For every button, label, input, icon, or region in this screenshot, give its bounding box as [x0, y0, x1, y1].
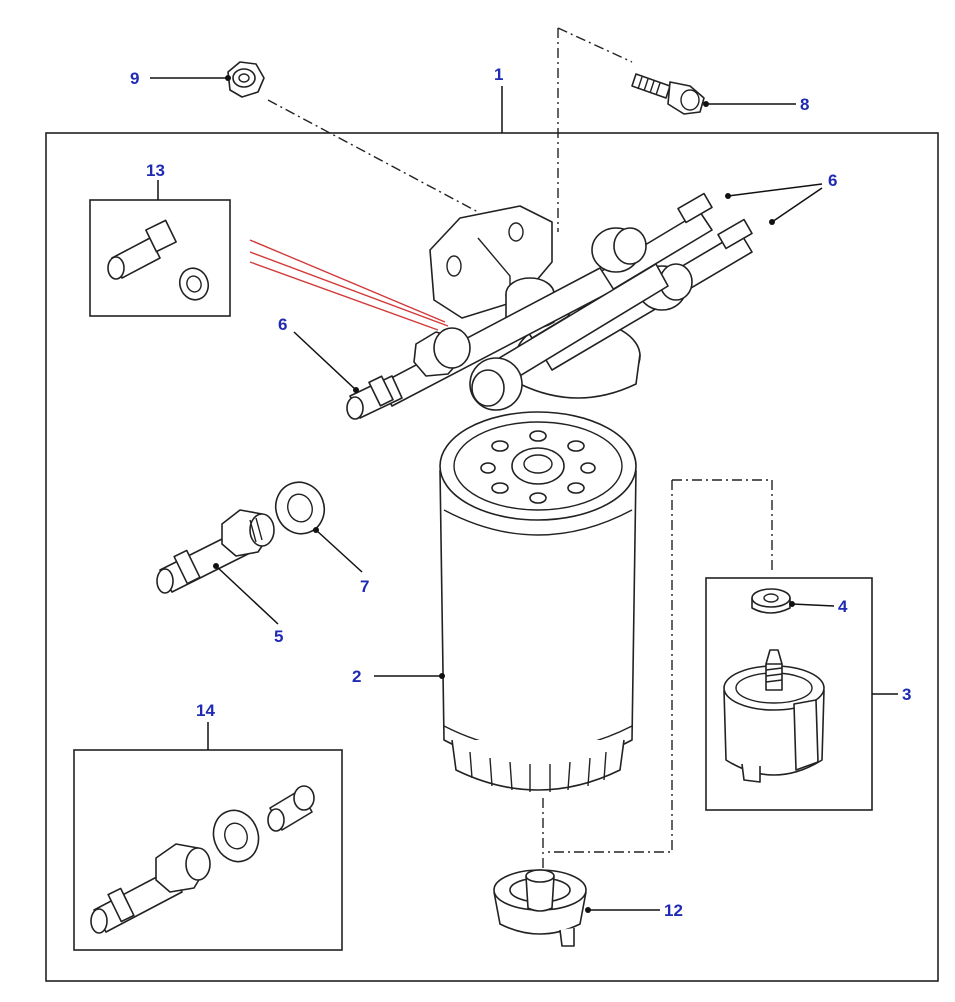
callout-8: 8 [800, 95, 809, 114]
callout-1: 1 [494, 65, 503, 84]
callout-3: 3 [902, 685, 911, 704]
washer-part-7[interactable] [269, 475, 332, 540]
callout-labels: 1 9 8 6 13 6 7 5 2 4 3 14 12 [130, 65, 911, 920]
leader-lines [150, 75, 898, 913]
detail-box-13 [89, 199, 231, 317]
drain-cap-part-12[interactable] [493, 869, 587, 947]
bolt-part-8[interactable] [631, 73, 705, 115]
fitting-kit-part-14[interactable] [90, 785, 315, 934]
water-sensor-part-3[interactable] [723, 649, 825, 783]
washer-part-4[interactable] [751, 588, 791, 614]
callout-6-left: 6 [278, 315, 287, 334]
nut-part-9[interactable] [227, 61, 265, 98]
callout-5: 5 [274, 627, 283, 646]
guide-lines [267, 27, 773, 870]
callout-12: 12 [664, 901, 683, 920]
pipe-fitting-part-5[interactable] [156, 509, 275, 594]
callout-2: 2 [352, 667, 361, 686]
callout-9: 9 [130, 69, 139, 88]
highlight-lines [249, 239, 449, 331]
callout-13: 13 [146, 161, 165, 180]
callout-7: 7 [360, 577, 369, 596]
callout-14: 14 [196, 701, 215, 720]
bleed-screw-part-13[interactable] [107, 219, 213, 303]
callout-6-upper: 6 [828, 171, 837, 190]
callout-4: 4 [838, 597, 848, 616]
filter-head-assembly[interactable] [346, 192, 753, 420]
filter-cartridge-part-2[interactable] [439, 411, 637, 792]
assembly-frame [45, 132, 939, 982]
